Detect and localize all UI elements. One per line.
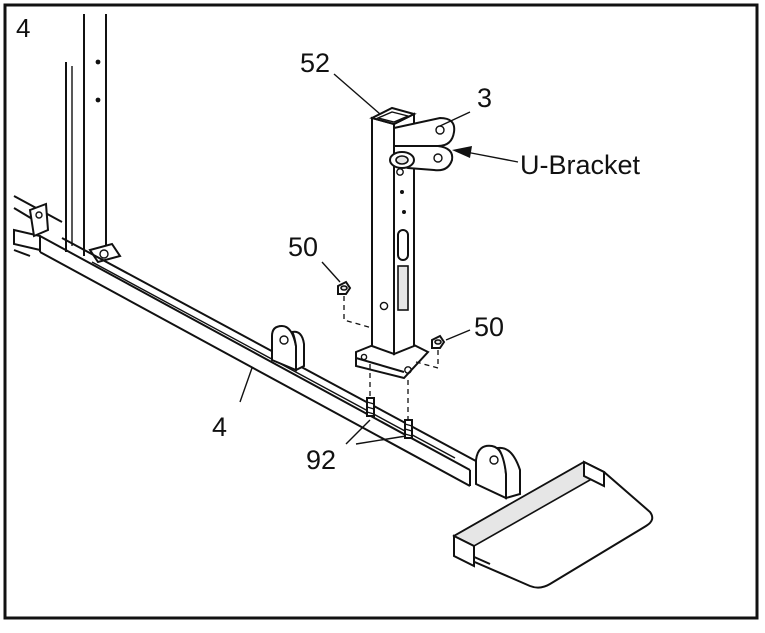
label-part-3: 3 <box>477 83 492 113</box>
figure-border <box>3 3 759 620</box>
nut-left <box>337 280 352 295</box>
label-part-52: 52 <box>300 48 330 78</box>
foot-plate-assembly <box>452 444 654 589</box>
label-part-4: 4 <box>212 412 227 442</box>
left-upright <box>65 14 122 264</box>
bolt-left <box>366 397 375 417</box>
label-part-92: 92 <box>306 445 336 475</box>
alignment-lines <box>343 296 439 420</box>
base-frame-rail <box>39 235 501 487</box>
leader-lines <box>239 73 519 445</box>
rail-mount-bracket <box>271 324 305 372</box>
label-u-bracket: U-Bracket <box>520 150 641 180</box>
bolt-right <box>404 419 413 439</box>
label-part-50-right: 50 <box>474 312 504 342</box>
nut-right <box>431 334 446 349</box>
step-number: 4 <box>16 13 30 43</box>
u-bracket-part <box>389 116 456 172</box>
rear-rail-stub <box>13 195 63 257</box>
upright-tube <box>355 106 430 380</box>
label-part-50-left: 50 <box>288 232 318 262</box>
u-bracket-arrowhead <box>452 146 472 158</box>
